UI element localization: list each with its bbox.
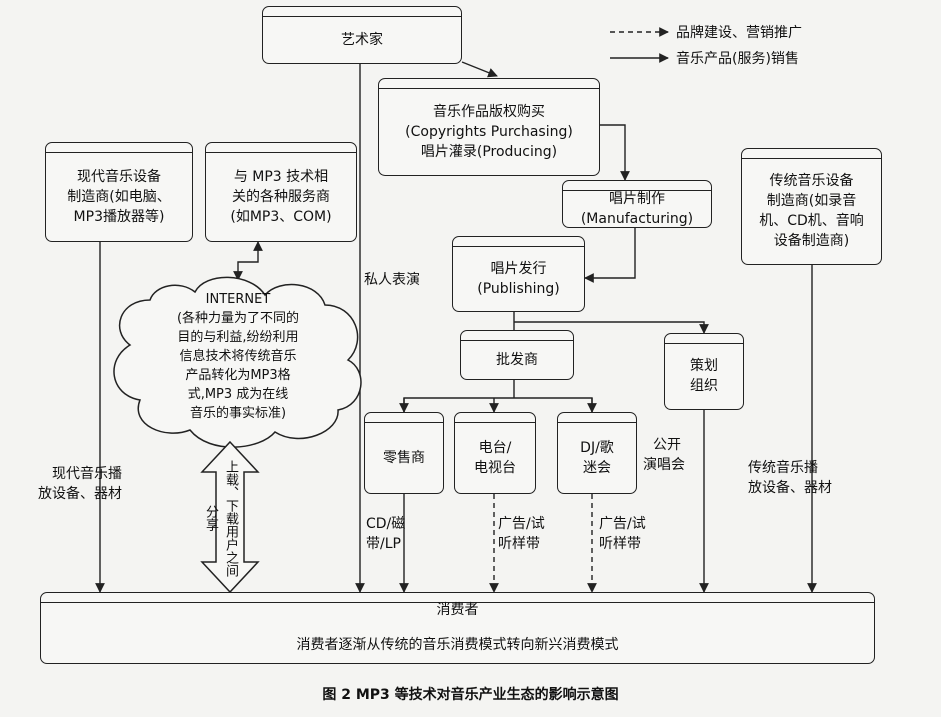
manufacturing-box: 唱片制作 (Manufacturing): [562, 180, 712, 228]
internet-cloud-shape: [113, 276, 362, 448]
legend-solid: 音乐产品(服务)销售: [676, 51, 799, 67]
traditional-mfr-line: 制造商(如录音: [766, 193, 857, 209]
consumer-label: 消费者: [436, 602, 479, 618]
copyright-line: (Copyrights Purchasing): [405, 123, 573, 140]
mp3-service-line: 与 MP3 技术相: [233, 168, 329, 185]
radio-tv-box: 电台/ 电视台: [454, 412, 536, 494]
internet-line: INTERNET: [205, 292, 271, 307]
copyright-line: 音乐作品版权购买: [433, 103, 545, 120]
traditional-manufacturer-box: 传统音乐设备 制造商(如录音 机、CD机、音响 设备制造商): [741, 148, 882, 265]
modern-devices-label: 现代音乐播 放设备、器材: [38, 466, 122, 502]
consumer-shift-label: 消费者逐渐从传统的音乐消费模式转向新兴消费模式: [296, 637, 619, 653]
internet-line: 音乐的事实标准): [189, 406, 287, 421]
publishing-line: 唱片发行: [490, 260, 547, 277]
ad-sample-label-2: 广告/试 听样带: [599, 516, 646, 552]
planning-org-line: 策划: [690, 358, 718, 374]
manufacturing-line: 唱片制作: [609, 190, 665, 207]
manufacturing-line: (Manufacturing): [580, 210, 694, 227]
artist-box: 艺术家: [262, 6, 462, 64]
traditional-mfr-line: 设备制造商): [773, 233, 850, 249]
consumer-box: 消费者 消费者逐渐从传统的音乐消费模式转向新兴消费模式: [40, 592, 875, 664]
internet-line: (各种力量为了不同的: [176, 311, 300, 326]
mp3-service-box: 与 MP3 技术相 关的各种服务商 (如MP3、COM): [205, 142, 357, 242]
dj-fanclub-line: 迷会: [583, 459, 611, 476]
internet-line: 信息技术将传统音乐: [179, 349, 297, 364]
radio-tv-line: 电台/: [478, 439, 512, 456]
ad-sample-label-1: 广告/试 听样带: [498, 516, 545, 552]
public-concert-label: 公开 演唱会: [643, 437, 685, 473]
upload-download-label: 上载、下载用户之间分享: [203, 459, 238, 577]
mp3-service-line: (如MP3、COM): [230, 208, 332, 225]
traditional-mfr-line: 机、CD机、音响: [759, 213, 864, 229]
planning-org-line: 组织: [690, 378, 718, 394]
traditional-devices-label: 传统音乐播 放设备、器材: [748, 460, 832, 496]
retailer-label: 零售商: [383, 449, 425, 466]
dj-fanclub-box: DJ/歌 迷会: [557, 412, 637, 494]
copyright-box: 音乐作品版权购买 (Copyrights Purchasing) 唱片灌录(Pr…: [378, 78, 600, 176]
cd-tape-lp-label: CD/磁 带/LP: [366, 516, 406, 552]
retailer-box: 零售商: [364, 412, 444, 494]
radio-tv-line: 电视台: [474, 459, 516, 476]
modern-mfr-line: 制造商(如电脑、: [67, 188, 171, 205]
modern-mfr-line: 现代音乐设备: [77, 168, 161, 185]
legend-dashed: 品牌建设、营销推广: [676, 25, 802, 41]
wholesaler-label: 批发商: [496, 351, 538, 368]
publishing-line: (Publishing): [477, 280, 560, 297]
private-performance-label: 私人表演: [364, 272, 420, 288]
artist-label: 艺术家: [341, 31, 383, 48]
wholesaler-box: 批发商: [460, 330, 574, 380]
copyright-line: 唱片灌录(Producing): [420, 143, 558, 160]
publishing-box: 唱片发行 (Publishing): [452, 236, 585, 312]
internet-line: 式,MP3 成为在线: [187, 387, 289, 402]
dj-fanclub-line: DJ/歌: [580, 439, 614, 456]
planning-org-box: 策划 组织: [664, 333, 744, 410]
traditional-mfr-line: 传统音乐设备: [769, 173, 854, 189]
modern-mfr-line: MP3播放器等): [73, 208, 165, 225]
internet-cloud-text: INTERNET (各种力量为了不同的 目的与利益,纷纷利用 信息技术将传统音乐…: [133, 290, 343, 423]
modern-manufacturer-box: 现代音乐设备 制造商(如电脑、 MP3播放器等): [45, 142, 193, 242]
figure-caption: 图 2 MP3 等技术对音乐产业生态的影响示意图: [322, 687, 619, 703]
mp3-service-line: 关的各种服务商: [232, 188, 330, 205]
internet-line: 目的与利益,纷纷利用: [177, 330, 299, 345]
internet-line: 产品转化为MP3格: [185, 368, 291, 383]
